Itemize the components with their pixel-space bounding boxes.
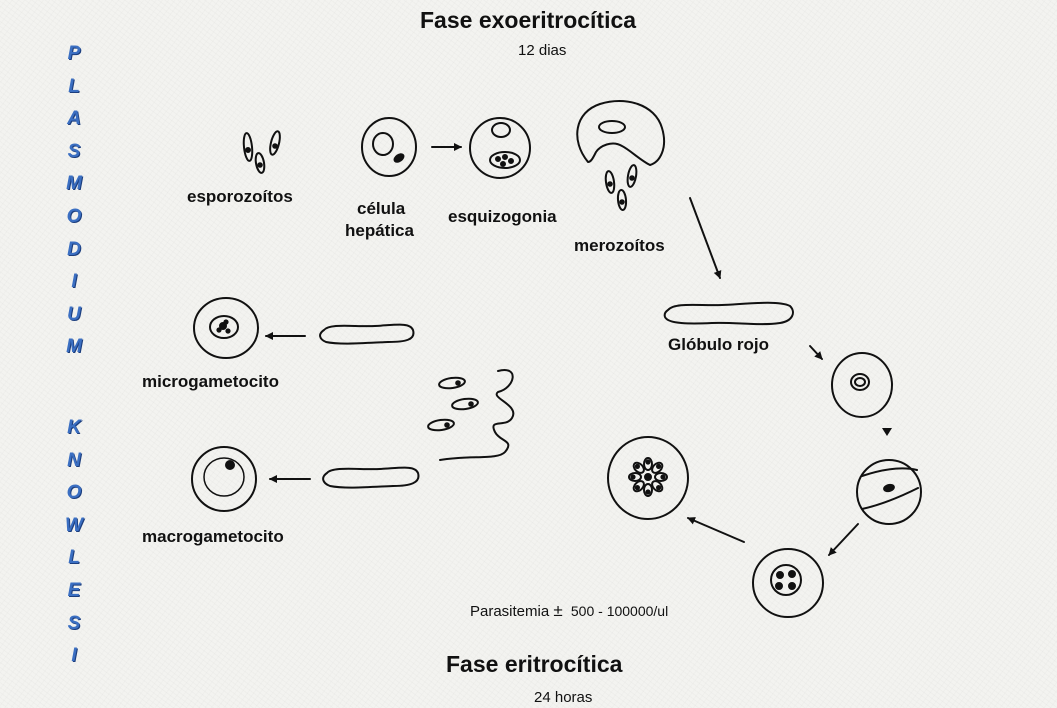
rosette-merozoite-nucleus <box>661 475 664 478</box>
rosette-merozoite-nucleus <box>636 486 639 489</box>
label-microgametocyte: microgametocito <box>142 371 279 392</box>
microgametocyte-drawing <box>194 298 258 358</box>
parasitemia-range: 500 - 100000/ul <box>571 603 668 619</box>
arrow-merozoites-to-rbc <box>690 198 720 278</box>
arrow-trophozoite-to-schizont <box>829 524 858 555</box>
rbc-to-microgametocyte <box>320 325 413 344</box>
label-schizogony: esquizogonia <box>448 206 557 227</box>
schizont-drawing <box>470 118 530 178</box>
rosette-merozoite-nucleus <box>646 490 649 493</box>
rosette-merozoite-nucleus <box>657 486 660 489</box>
released-merozoites-drawing <box>427 370 513 460</box>
parasitemia-note: Parasitemia ± 500 - 100000/ul <box>470 601 668 621</box>
ring-stage-drawing <box>832 353 892 417</box>
rosette-merozoite-nucleus <box>646 460 649 463</box>
trophozoite-drawing <box>857 460 921 524</box>
label-red-blood-cell: Glóbulo rojo <box>668 334 769 355</box>
arrow-to-mature-schizont <box>688 518 744 542</box>
liver-cell-drawing <box>362 118 416 176</box>
macrogametocyte-drawing <box>192 447 256 511</box>
arrow-rbc-to-ring <box>810 346 822 359</box>
sporozoites-drawing <box>243 130 282 173</box>
red-blood-cell-drawing <box>665 303 793 324</box>
label-liver-cell-line2: hepática <box>345 220 414 241</box>
plus-minus-symbol: ± <box>553 601 562 620</box>
mature-schizont-drawing <box>608 437 688 519</box>
rbc-to-macrogametocyte <box>323 468 418 488</box>
parasitemia-label: Parasitemia <box>470 603 549 620</box>
rosette-merozoite-nucleus <box>631 475 634 478</box>
label-sporozoites: esporozoítos <box>187 186 293 207</box>
label-liver-cell-line1: célula <box>357 198 405 219</box>
rosette-merozoite-nucleus <box>657 465 660 468</box>
erythrocytic-schizont-drawing <box>753 549 823 617</box>
rosette-merozoite-nucleus <box>636 465 639 468</box>
arrow-ring-to-trophozoite <box>882 428 892 436</box>
label-merozoites: merozoítos <box>574 235 665 256</box>
label-macrogametocyte: macrogametocito <box>142 526 284 547</box>
merozoites-drawing <box>577 101 664 210</box>
